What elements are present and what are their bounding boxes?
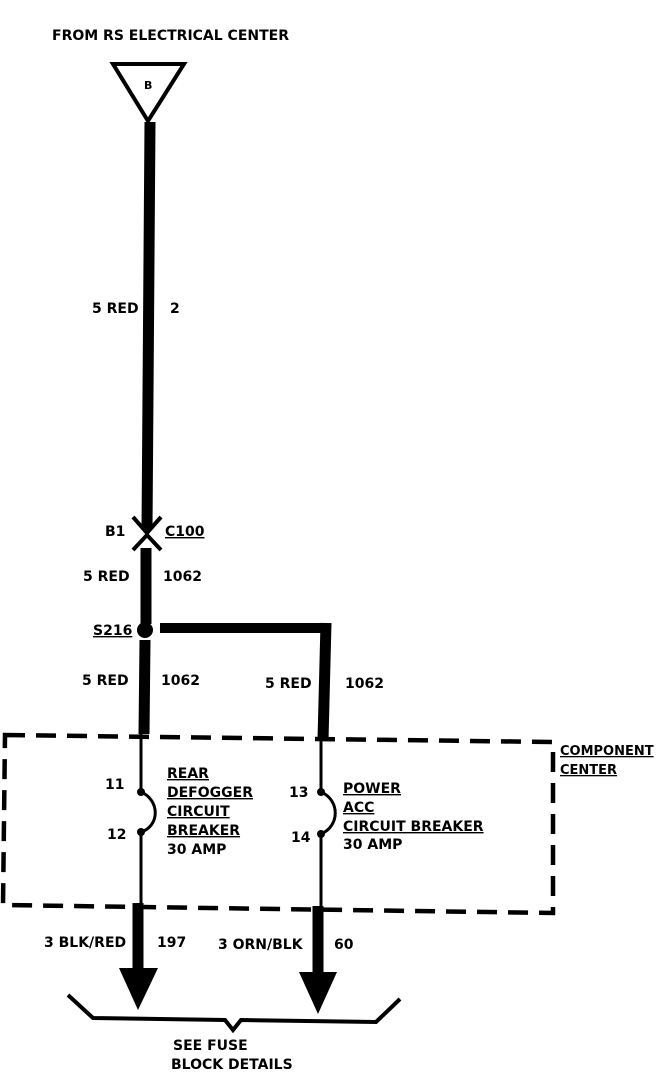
breaker-right-pin-out: 14 [291,830,311,846]
wire-left-branch-circuit: 1062 [161,673,200,689]
breaker-right-line2: ACC [343,800,374,816]
wire-right-out-circuit: 60 [334,937,354,953]
wire-left-branch [138,639,151,735]
connector-id: C100 [165,524,205,540]
wire-left-out-color: 3 BLK/RED [44,935,126,951]
wire-right-branch-vertical [317,622,332,741]
fuse-block-line1: SEE FUSE [173,1038,248,1054]
breaker-right-element [320,790,337,836]
breaker-right-line3: CIRCUIT BREAKER [343,819,484,835]
source-label: FROM RS ELECTRICAL CENTER [52,28,289,44]
splice-dot [137,622,153,638]
fuse-block-line2: BLOCK DETAILS [171,1057,293,1072]
fuse-block-bracket [66,993,402,1034]
component-center-box [0,732,556,916]
breaker-right-rating: 30 AMP [343,837,402,853]
splice-id: S216 [93,623,132,639]
wire-main-top-circuit: 2 [170,301,180,317]
breaker-left-element [140,790,157,834]
breaker-left-line4: BREAKER [167,823,240,839]
wire-left-branch-color: 5 RED [82,673,129,689]
wire-left-out-arrow [119,968,158,1010]
wire-right-out-arrow [299,972,337,1014]
connector-pin: B1 [105,524,125,540]
wire-after-connector-color: 5 RED [83,569,130,585]
component-center-line2: CENTER [560,763,617,778]
breaker-left-pin-out: 12 [107,827,126,843]
breaker-left-line1: REAR [167,766,209,782]
wire-main-top-color: 5 RED [92,301,139,317]
wire-after-connector-circuit: 1062 [163,569,202,585]
wire-right-branch-color: 5 RED [265,676,312,692]
wire-right-branch-circuit: 1062 [345,676,384,692]
breaker-left-line3: CIRCUIT [167,804,230,820]
wire-left-out-circuit: 197 [157,935,186,951]
breaker-right-line1: POWER [343,781,401,797]
breaker-left-line2: DEFOGGER [167,785,253,801]
wire-main-top [141,121,156,531]
breaker-left-rating: 30 AMP [167,842,226,858]
connector-chevron-bottom [131,532,163,552]
source-connector-letter: B [144,79,152,92]
breaker-right-pin-in: 13 [289,785,308,801]
source-connector-triangle [109,62,188,125]
breaker-left-pin-in: 11 [105,777,124,793]
component-center-line1: COMPONENT [560,744,654,759]
wire-right-out-color: 3 ORN/BLK [218,937,304,953]
